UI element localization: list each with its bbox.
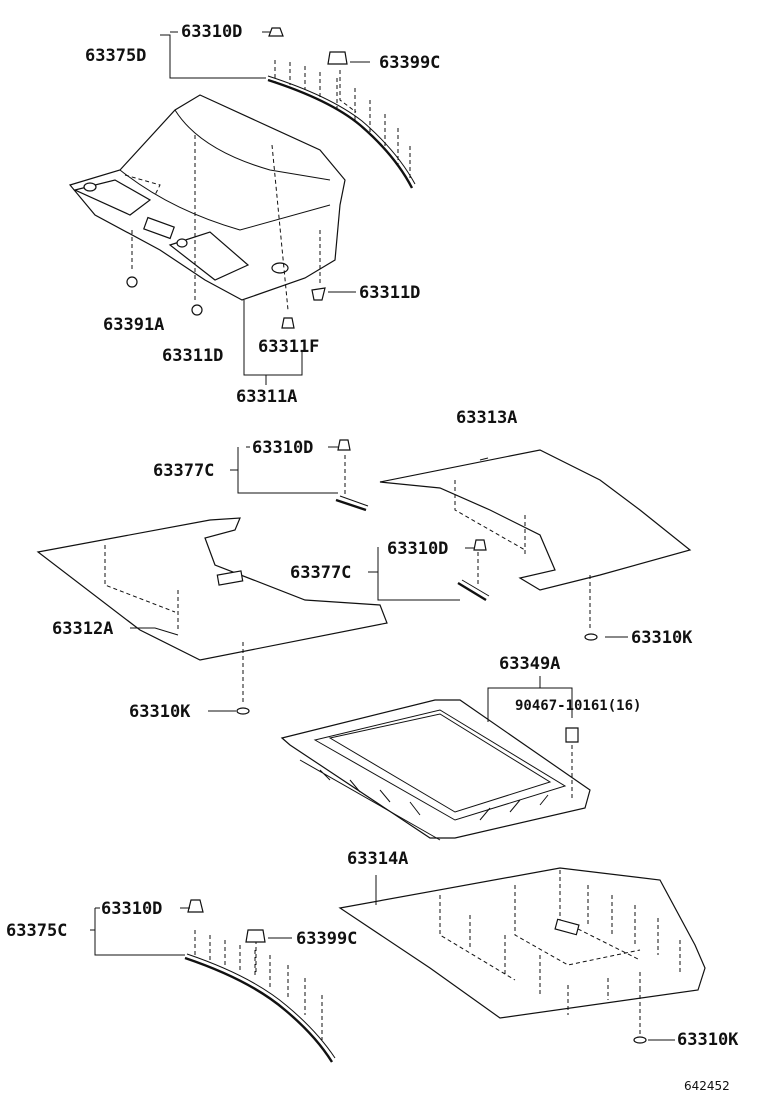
label-63311F: 63311F [258,337,320,357]
label-63310D-top: 63310D [181,22,243,42]
label-63399C-top: 63399C [379,53,441,73]
label-63311D-right: 63311D [359,283,421,303]
clips-top [126,27,348,329]
label-63310D-mid1: 63310D [252,438,314,458]
label-63313A: 63313A [456,408,518,428]
leader-lines-top [160,31,370,385]
label-63310D-bottom: 63310D [101,899,163,919]
panel-63312A-drawing [36,517,388,702]
trims-63377C-drawing [335,455,490,602]
label-63377C-1: 63377C [153,461,215,481]
roof-trim-rail-top-drawing [267,60,416,189]
label-63310K-bottom: 63310K [677,1030,739,1050]
label-63310K-mid: 63310K [631,628,693,648]
label-63312A: 63312A [52,619,114,639]
headliner-assembly-drawing [68,94,346,311]
panel-63314A-drawing [338,867,706,1035]
label-63349A: 63349A [499,654,561,674]
leader-lines-middle [130,446,628,712]
label-63377C-2: 63377C [290,563,352,583]
label-63375D: 63375D [85,46,147,66]
label-63375C: 63375C [6,921,68,941]
label-63311A: 63311A [236,387,298,407]
roof-trim-rail-bottom-drawing [184,930,336,1063]
diagram-reference-number: 642452 [684,1079,730,1093]
label-63399C-bottom: 63399C [296,929,358,949]
label-63310K-left: 63310K [129,702,191,722]
label-63311D-left: 63311D [162,346,224,366]
clips-bottom [187,899,647,1044]
panel-63313A-drawing [379,449,692,630]
clips-middle [236,439,598,715]
clip-90467 [565,727,579,743]
leader-lines-bottom [90,875,675,1041]
leader-lines-sunroof [487,676,573,722]
label-63314A: 63314A [347,849,409,869]
label-63391A: 63391A [103,315,165,335]
label-63310D-mid2: 63310D [387,539,449,559]
sunroof-frame-63349A-drawing [280,699,591,841]
label-90467-10161: 90467-10161(16) [515,698,642,714]
